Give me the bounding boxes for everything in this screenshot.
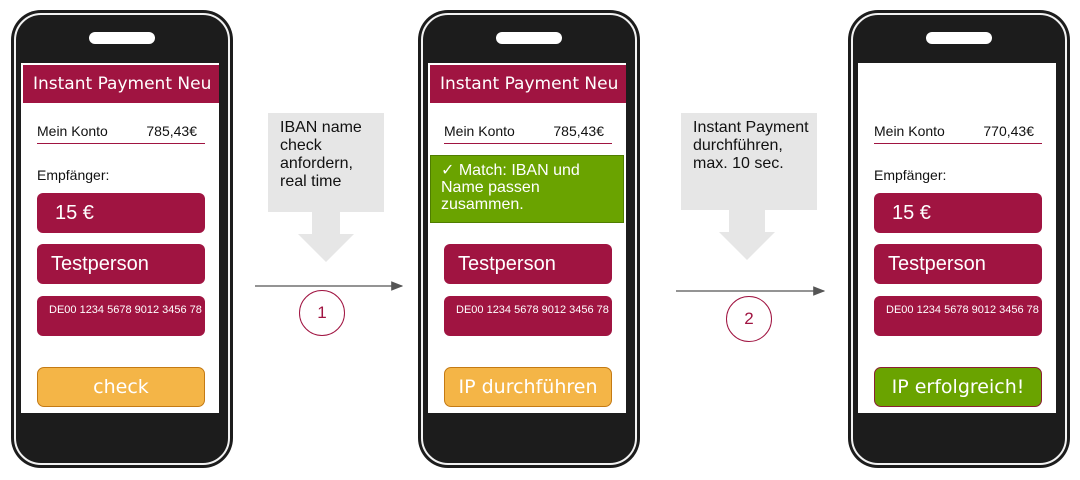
- account-label: Mein Konto: [874, 123, 945, 139]
- callout-arrow-down-icon: [719, 232, 775, 260]
- step-1-badge: 1: [299, 290, 345, 336]
- callout-arrow-shaft: [729, 210, 765, 232]
- account-label: Mein Konto: [37, 123, 108, 139]
- callout-text: IBAN name check anfordern, real time: [268, 113, 384, 212]
- account-label: Mein Konto: [444, 123, 515, 139]
- phone-speaker: [496, 32, 562, 44]
- amount-field[interactable]: 15 €: [874, 193, 1042, 233]
- account-row: Mein Konto 785,43€: [37, 123, 205, 144]
- account-balance: 785,43€: [146, 123, 197, 139]
- match-banner: ✓ Match: IBAN und Name passen zusammen.: [430, 155, 624, 223]
- step-2-badge: 2: [726, 296, 772, 342]
- recipient-name-field[interactable]: Testperson: [444, 244, 612, 284]
- amount-field[interactable]: 15 €: [37, 193, 205, 233]
- account-balance: 770,43€: [983, 123, 1034, 139]
- iban-field[interactable]: DE00 1234 5678 9012 3456 78: [444, 296, 612, 336]
- account-row: Mein Konto 785,43€: [444, 123, 612, 144]
- phone-2: Instant Payment Neu Mein Konto 785,43€ ✓…: [418, 10, 640, 468]
- phone-speaker: [926, 32, 992, 44]
- account-row: Mein Konto 770,43€: [874, 123, 1042, 144]
- ip-success-button[interactable]: IP erfolgreich!: [874, 367, 1042, 407]
- recipient-name-field[interactable]: Testperson: [37, 244, 205, 284]
- iban-field[interactable]: DE00 1234 5678 9012 3456 78: [37, 296, 205, 336]
- account-balance: 785,43€: [553, 123, 604, 139]
- phone-1: Instant Payment Neu Mein Konto 785,43€ E…: [11, 10, 233, 468]
- recipient-label: Empfänger:: [37, 167, 110, 183]
- phone-speaker: [89, 32, 155, 44]
- callout-arrow-shaft: [312, 212, 340, 234]
- phone-3: Mein Konto 770,43€ Empfänger: 15 € Testp…: [848, 10, 1070, 468]
- check-button[interactable]: check: [37, 367, 205, 407]
- callout-text: Instant Payment durchführen, max. 10 sec…: [681, 113, 817, 210]
- app-header: Instant Payment Neu: [430, 65, 626, 103]
- recipient-name-field[interactable]: Testperson: [874, 244, 1042, 284]
- phone-screen: Instant Payment Neu Mein Konto 785,43€ E…: [21, 63, 219, 413]
- phone-screen: Instant Payment Neu Mein Konto 785,43€ ✓…: [428, 63, 626, 413]
- iban-field[interactable]: DE00 1234 5678 9012 3456 78: [874, 296, 1042, 336]
- app-header: Instant Payment Neu: [23, 65, 219, 103]
- recipient-label: Empfänger:: [874, 167, 947, 183]
- ip-execute-button[interactable]: IP durchführen: [444, 367, 612, 407]
- callout-arrow-down-icon: [298, 234, 354, 262]
- phone-screen: Mein Konto 770,43€ Empfänger: 15 € Testp…: [858, 63, 1056, 413]
